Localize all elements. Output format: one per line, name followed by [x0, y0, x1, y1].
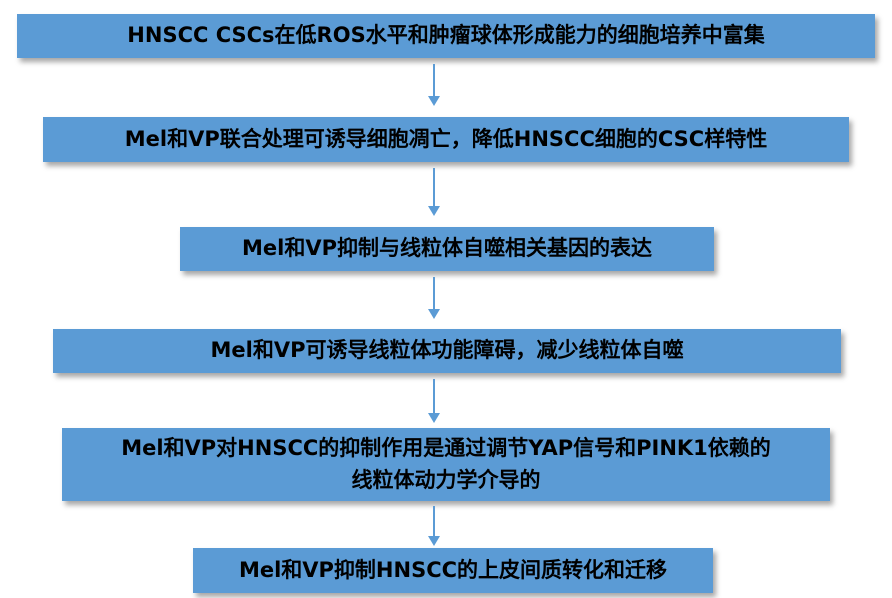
arrow-down-icon: [428, 506, 440, 546]
arrow-down-icon: [428, 379, 440, 423]
arrow-down-icon: [428, 277, 440, 319]
flow-step-2-text: Mel和VP联合处理可诱导细胞凋亡，降低HNSCC细胞的CSC样特性: [124, 126, 768, 151]
flow-step-2: Mel和VP联合处理可诱导细胞凋亡，降低HNSCC细胞的CSC样特性: [43, 117, 849, 162]
flow-step-5-line-1: Mel和VP对HNSCC的抑制作用是通过调节YAP信号和PINK1依赖的: [121, 436, 771, 460]
arrow-down-icon: [428, 168, 440, 216]
flow-step-3-text: Mel和VP抑制与线粒体自噬相关基因的表达: [242, 236, 652, 261]
flow-step-6-text: Mel和VP抑制HNSCC的上皮间质转化和迁移: [238, 557, 668, 582]
arrow-down-icon: [428, 64, 440, 106]
flow-step-4: Mel和VP可诱导线粒体功能障碍，减少线粒体自噬: [53, 329, 841, 373]
flow-step-4-text: Mel和VP可诱导线粒体功能障碍，减少线粒体自噬: [210, 338, 684, 363]
flow-step-5: Mel和VP对HNSCC的抑制作用是通过调节YAP信号和PINK1依赖的 线粒体…: [62, 428, 830, 501]
flow-step-5-line-2: 线粒体动力学介导的: [351, 467, 541, 492]
flow-step-1-text: HNSCC CSCs在低ROS水平和肿瘤球体形成能力的细胞培养中富集: [127, 23, 765, 48]
flow-step-3: Mel和VP抑制与线粒体自噬相关基因的表达: [180, 227, 714, 271]
flow-step-1: HNSCC CSCs在低ROS水平和肿瘤球体形成能力的细胞培养中富集: [17, 14, 875, 58]
flow-step-6: Mel和VP抑制HNSCC的上皮间质转化和迁移: [193, 548, 713, 593]
